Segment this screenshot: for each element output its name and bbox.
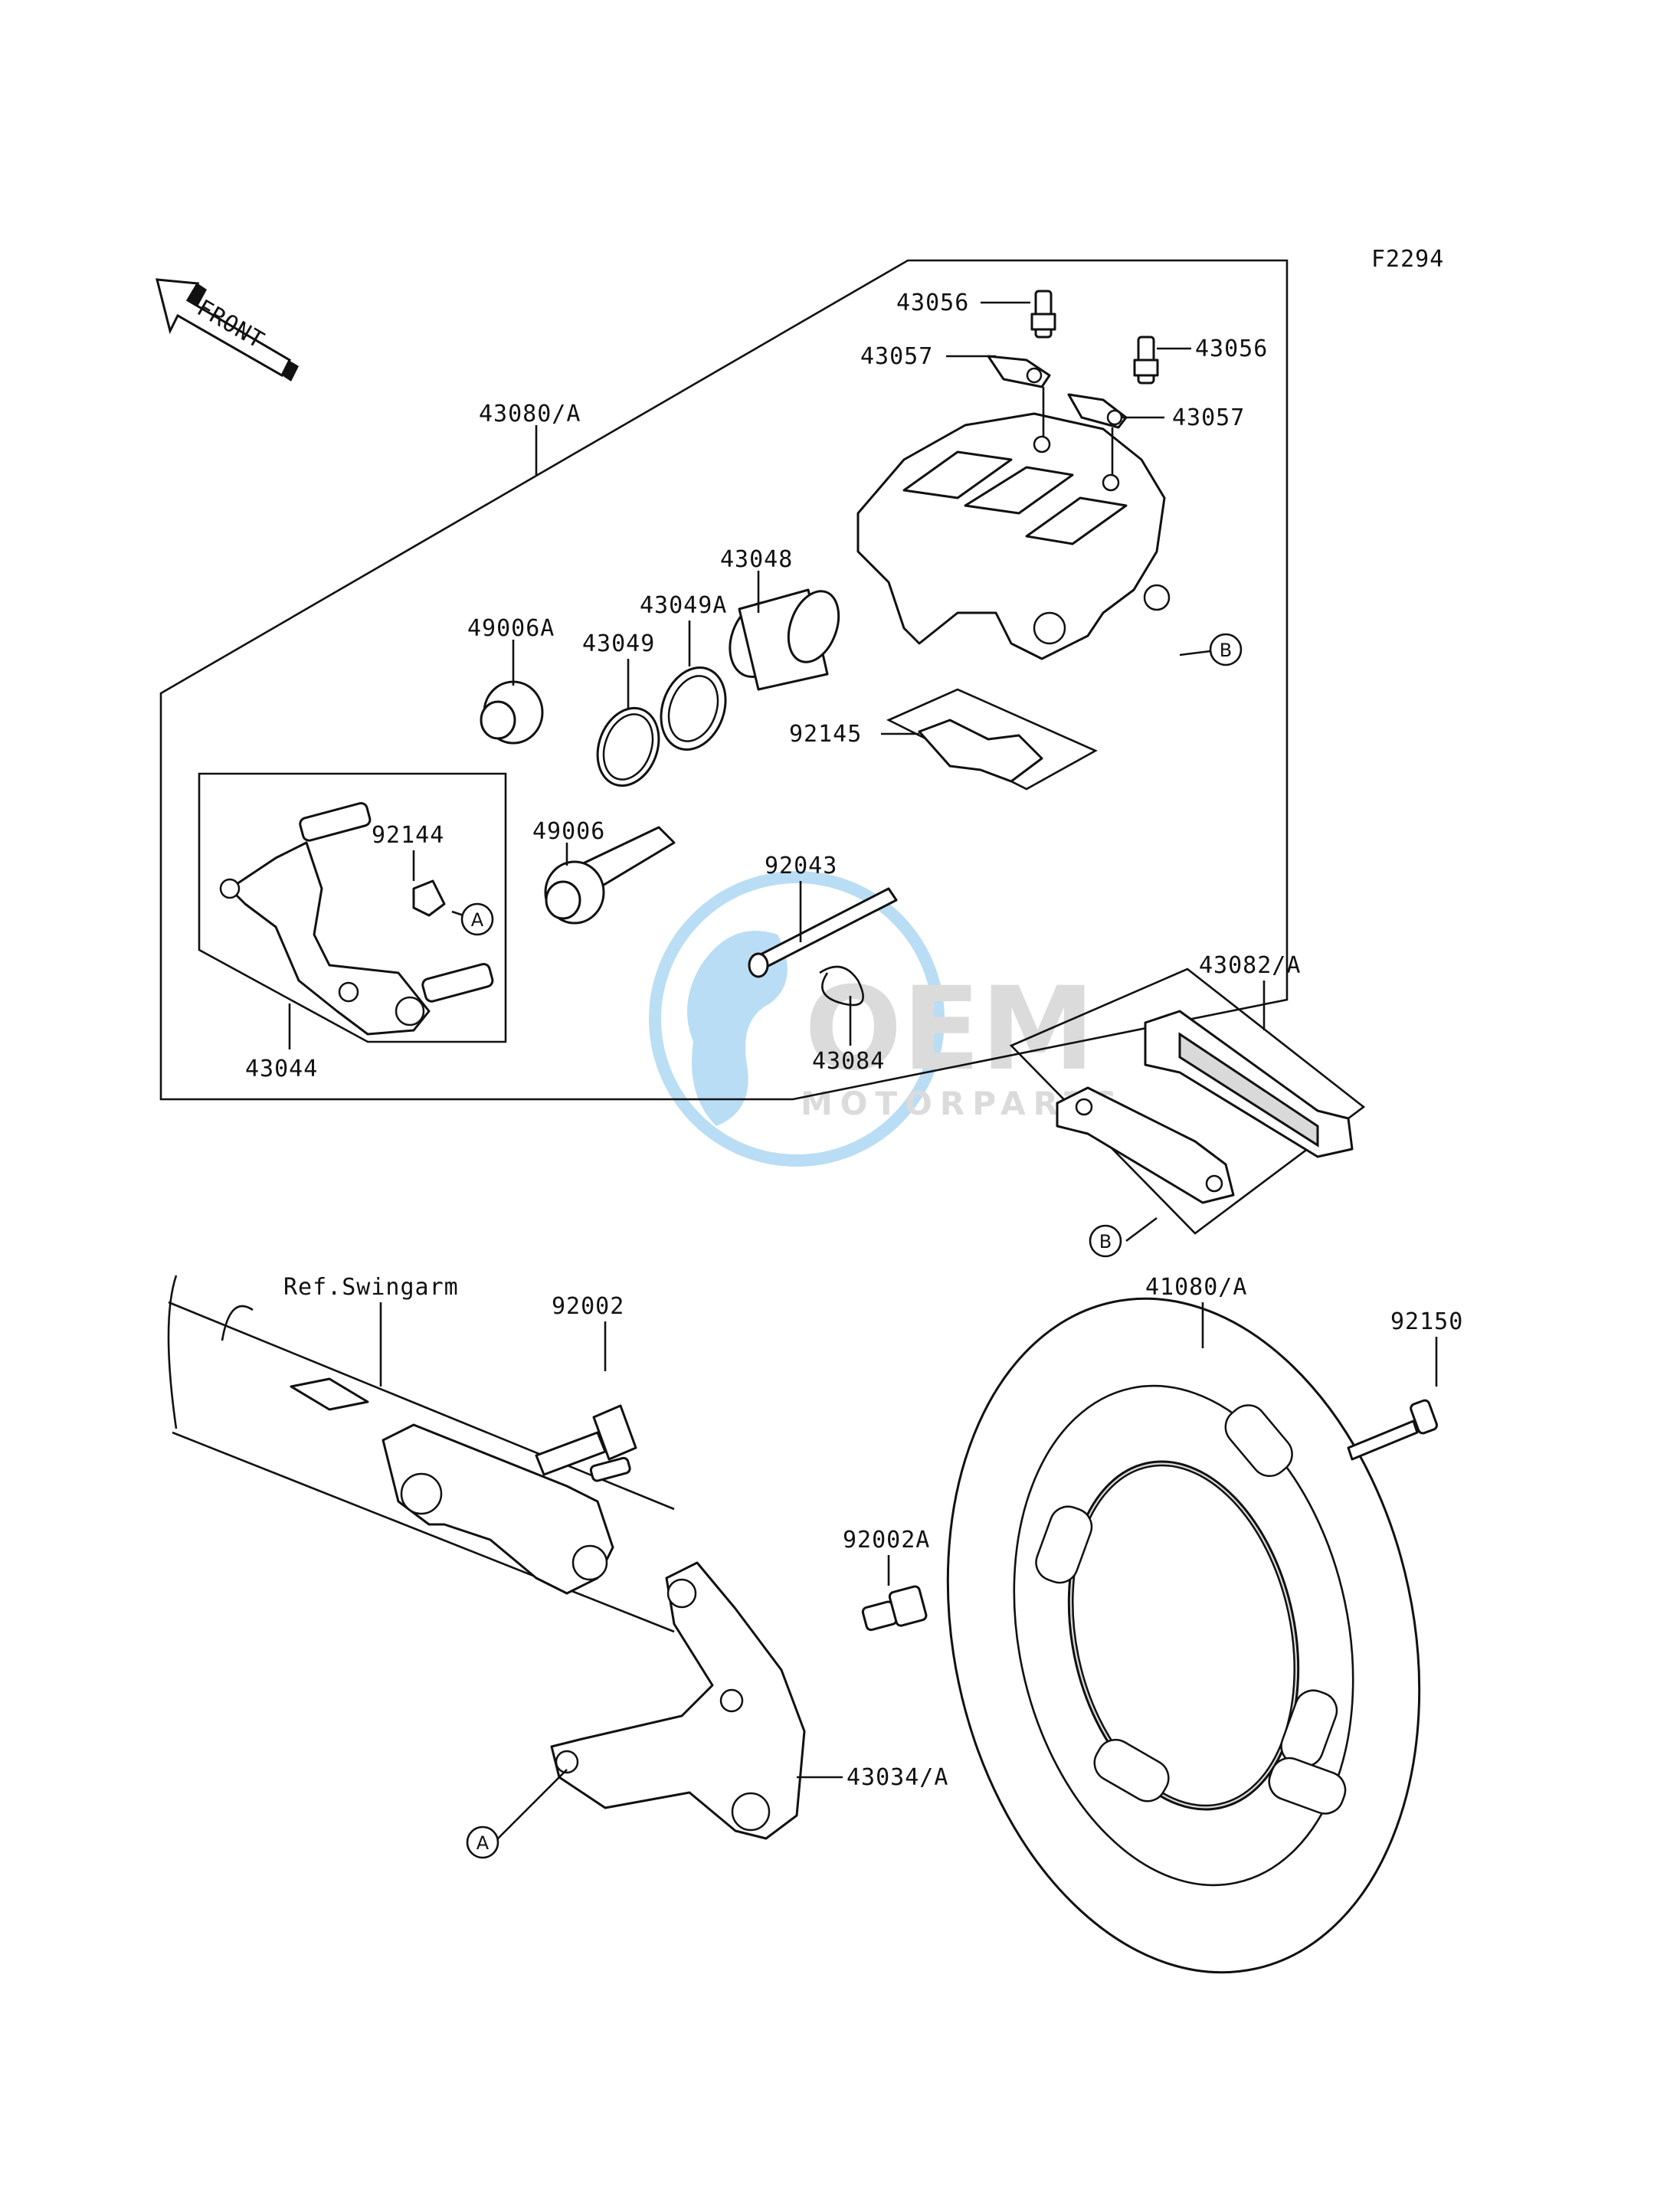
r-clip — [819, 965, 864, 1007]
part-label-43049a: 43049A — [640, 592, 727, 619]
brake-pad-2 — [1056, 1086, 1235, 1204]
reference-note-swingarm: Ref.Swingarm — [283, 1274, 459, 1301]
swingarm-reference — [167, 1275, 675, 1633]
continent-shape — [687, 931, 788, 1126]
disc-bolt — [1347, 1399, 1438, 1461]
svg-text:B: B — [1220, 640, 1232, 661]
bolt-92002 — [535, 1404, 637, 1476]
part-label-92043: 92043 — [765, 853, 837, 879]
brake-bracket — [550, 1561, 806, 1840]
torque-link — [382, 1423, 631, 1595]
callout-a-bracket: A — [460, 902, 494, 936]
brake-pad-outline — [1009, 968, 1366, 1235]
part-label-43044: 43044 — [245, 1056, 318, 1082]
bleeder-cap-1 — [987, 355, 1051, 388]
svg-text:A: A — [471, 909, 484, 931]
bleeder-valve-1 — [1030, 290, 1056, 339]
watermark-brand: OEM — [804, 963, 1095, 1096]
bracket-subgroup-outline — [198, 772, 507, 1043]
part-label-43057-right: 43057 — [1172, 404, 1245, 431]
part-label-49006a: 49006A — [467, 615, 555, 642]
globe-icon — [649, 871, 945, 1167]
svg-text:A: A — [476, 1832, 490, 1854]
part-label-49006: 49006 — [532, 818, 605, 845]
callout-b-pad: B — [1089, 1224, 1122, 1258]
part-label-43049: 43049 — [582, 630, 655, 657]
part-label-41080-a: 41080/A — [1145, 1274, 1247, 1301]
part-label-43057-left: 43057 — [860, 343, 933, 370]
caliper-bracket — [219, 802, 494, 1036]
part-label-43084: 43084 — [812, 1048, 885, 1075]
part-label-92002a: 92002A — [843, 1527, 930, 1554]
dust-boot-a — [480, 680, 544, 745]
pad-clip — [412, 879, 446, 917]
caliper-assembly-outline — [159, 259, 1289, 1101]
figure-code: F2294 — [1371, 246, 1444, 273]
part-label-43034-a: 43034/A — [847, 1764, 948, 1791]
brake-pad-1 — [1144, 1010, 1354, 1158]
part-label-43082-a: 43082/A — [1199, 952, 1301, 979]
bolt-92002a — [861, 1585, 928, 1632]
pad-pin — [748, 887, 898, 978]
brake-disc — [946, 1297, 1421, 1974]
part-label-92002: 92002 — [552, 1293, 624, 1320]
callout-b-caliper: B — [1209, 633, 1243, 666]
part-label-43048: 43048 — [720, 546, 793, 573]
pad-spring — [918, 719, 1043, 783]
watermark: OEM MOTORPARTS — [649, 871, 1117, 1167]
svg-text:B: B — [1099, 1231, 1112, 1252]
part-label-43056-right: 43056 — [1195, 336, 1268, 362]
leader-lines — [288, 301, 1438, 1839]
callout-a-mount: A — [466, 1825, 499, 1859]
caliper-piston — [729, 588, 840, 691]
bleeder-cap-2 — [1067, 393, 1128, 429]
part-label-92145: 92145 — [789, 721, 862, 748]
caliper-body — [856, 412, 1171, 660]
dust-boot-b — [544, 826, 676, 925]
front-arrow-icon: FRONT — [156, 278, 299, 381]
bleeder-valve-2 — [1133, 336, 1159, 385]
part-label-43080-a: 43080/A — [479, 401, 581, 427]
part-label-43056-left: 43056 — [896, 290, 969, 316]
part-label-92150: 92150 — [1390, 1308, 1463, 1335]
part-label-92144: 92144 — [372, 822, 444, 849]
